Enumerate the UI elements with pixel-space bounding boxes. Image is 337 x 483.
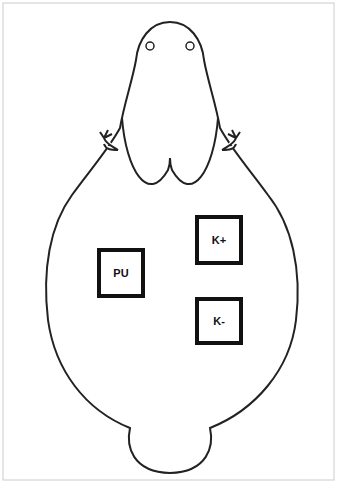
box-label: PU — [113, 267, 128, 279]
electrode-box: PU — [97, 248, 145, 298]
right-paw — [222, 130, 240, 150]
body-outline — [46, 22, 298, 473]
right-eye — [186, 42, 194, 50]
box-label: K+ — [212, 234, 226, 246]
frame — [3, 3, 334, 480]
electrode-box: K+ — [195, 215, 243, 265]
left-eye — [146, 42, 154, 50]
head-outline — [122, 118, 218, 184]
left-paw — [100, 130, 118, 150]
electrode-box: K- — [195, 297, 243, 345]
box-label: K- — [213, 315, 225, 327]
